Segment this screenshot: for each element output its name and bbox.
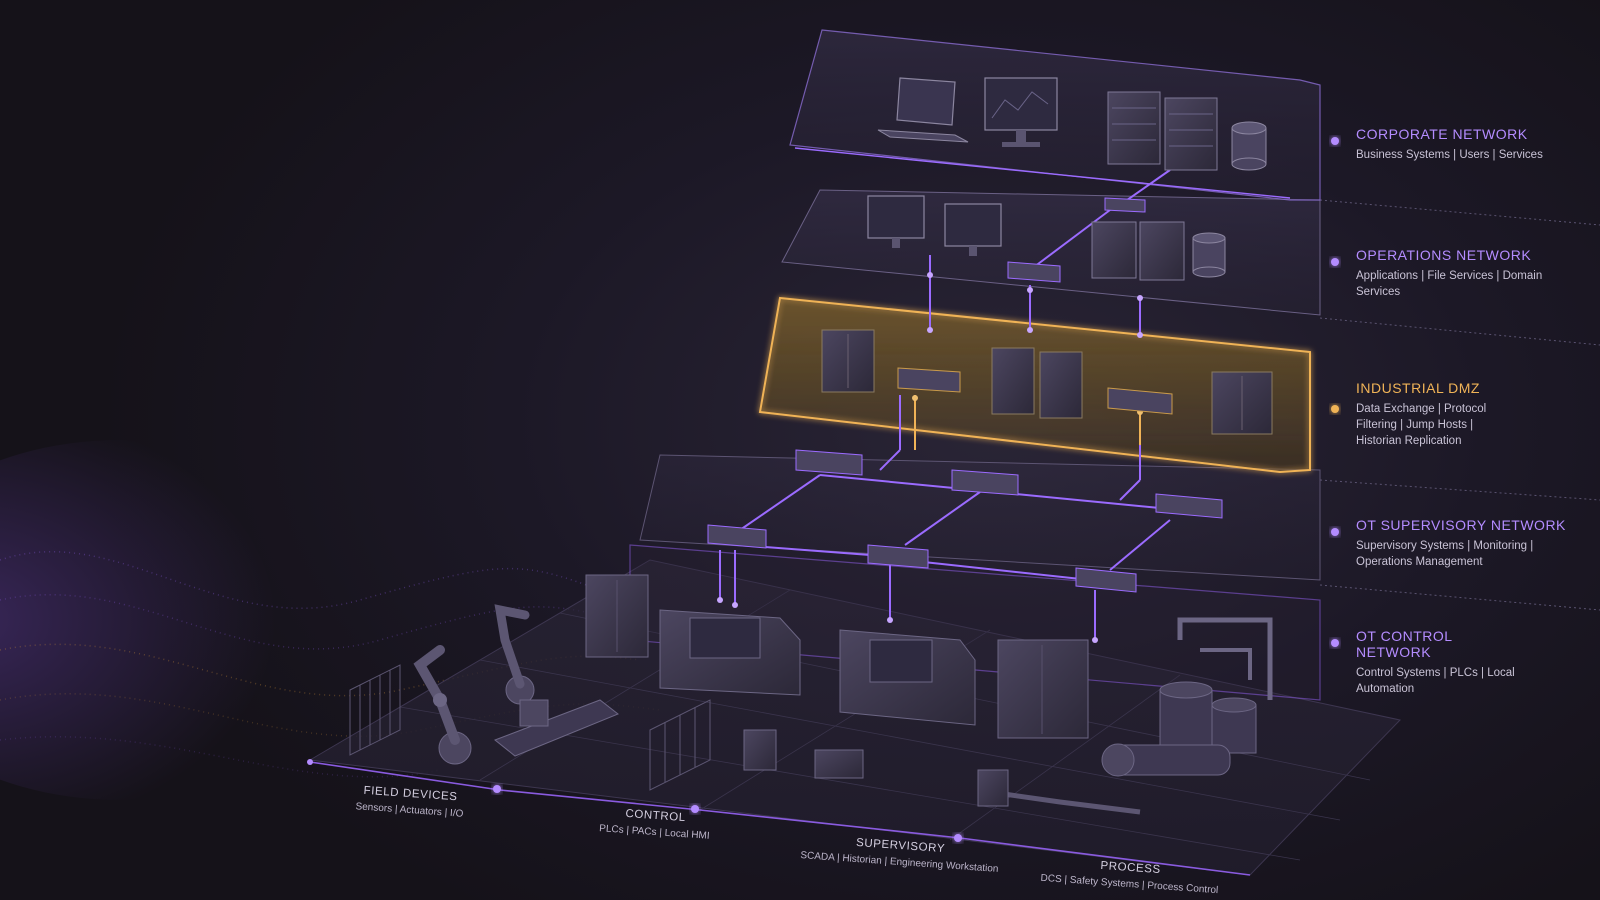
server-rack-icon: [1107, 91, 1161, 165]
server-rack-icon: [1039, 351, 1083, 419]
server-rack-icon: [821, 329, 875, 393]
pump-icon: [1101, 743, 1231, 777]
dmz-links: [914, 395, 1141, 450]
server-rack-icon: [1091, 221, 1137, 279]
layer-label-dots: [1331, 137, 1339, 647]
control-cabinet-icon: [585, 574, 649, 658]
network-switch-icon: [1104, 197, 1146, 213]
plane-operations: [781, 189, 1321, 316]
layer-label-operations: OPERATIONS NETWORK Applications | File S…: [1356, 247, 1546, 300]
layer-label-ot-control: OT CONTROL NETWORK Control Systems | PLC…: [1356, 628, 1526, 697]
layer-title: OPERATIONS NETWORK: [1356, 247, 1532, 263]
layer-description: Supervisory Systems | Monitoring | Opera…: [1356, 540, 1534, 568]
network-switch-icon: [1075, 567, 1137, 593]
monitor-icon: [944, 203, 1002, 256]
robot-arm-icon: [494, 604, 535, 705]
plane-industrial-dmz: [758, 296, 1311, 474]
server-rack-icon: [1211, 371, 1273, 435]
server-rack-icon: [1164, 97, 1218, 171]
layer-description: Applications | File Services | Domain Se…: [1356, 270, 1543, 298]
plane-ot-supervisory: [639, 454, 1321, 581]
database-icon: [1192, 232, 1226, 278]
laptop-icon: [877, 77, 969, 143]
io-module-icon: [814, 749, 864, 779]
cnc-machine-icon: [839, 629, 976, 726]
layer-title: OT CONTROL NETWORK: [1356, 628, 1453, 660]
network-switch-icon: [707, 524, 767, 549]
network-switch-icon: [951, 469, 1019, 496]
layer-title: OT SUPERVISORY NETWORK: [1356, 517, 1566, 533]
io-module-icon: [977, 769, 1009, 807]
layer-description: Control Systems | PLCs | Local Automatio…: [1356, 667, 1515, 695]
safety-fence-icon: [649, 699, 711, 791]
io-module-icon: [743, 729, 777, 771]
layer-label-industrial-dmz: INDUSTRIAL DMZ Data Exchange | Protocol …: [1356, 380, 1516, 449]
conveyor-icon: [494, 699, 619, 757]
layer-title: CORPORATE NETWORK: [1356, 126, 1528, 142]
server-rack-icon: [991, 347, 1035, 415]
server-rack-icon: [1139, 221, 1185, 281]
safety-fence-icon: [349, 664, 401, 756]
link-nodes: [717, 272, 1143, 643]
network-switch-icon: [795, 449, 863, 476]
network-switch-icon: [1107, 387, 1173, 415]
monitor-icon: [984, 77, 1058, 147]
layer-title: INDUSTRIAL DMZ: [1356, 380, 1480, 396]
control-cabinet-icon: [997, 639, 1089, 739]
network-switch-icon: [897, 367, 961, 393]
layer-label-ot-supervisory: OT SUPERVISORY NETWORK Supervisory Syste…: [1356, 517, 1576, 570]
network-switch-icon: [1007, 261, 1061, 283]
network-links: [719, 169, 1181, 640]
leader-lines: [1319, 199, 1600, 611]
pipe-icon: [989, 789, 1141, 815]
network-switch-icon: [1155, 493, 1223, 519]
layer-description: Business Systems | Users | Services: [1356, 149, 1543, 161]
cnc-machine-icon: [659, 609, 801, 696]
layer-description: Data Exchange | Protocol Filtering | Jum…: [1356, 403, 1487, 447]
robot-arm-icon: [413, 645, 472, 765]
process-tank-icon: [1159, 617, 1273, 754]
database-icon: [1231, 121, 1267, 171]
network-switch-icon: [867, 544, 929, 569]
layer-label-corporate: CORPORATE NETWORK Business Systems | Use…: [1356, 126, 1600, 163]
monitor-icon: [867, 195, 925, 248]
